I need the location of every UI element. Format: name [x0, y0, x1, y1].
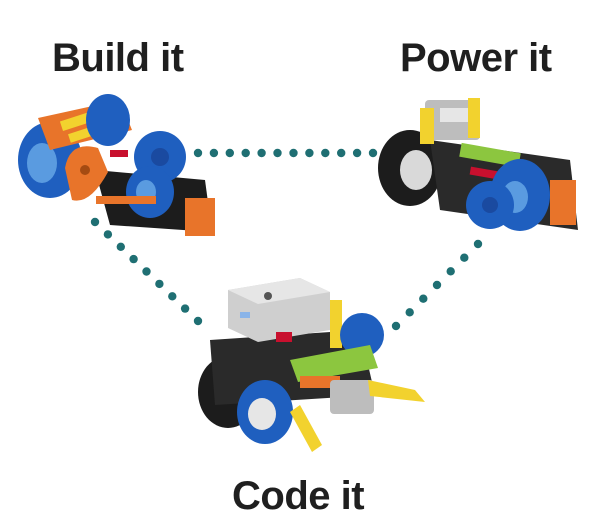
connector-dot	[405, 308, 414, 317]
orange-bracket	[185, 198, 215, 236]
connector-power-to-code	[391, 239, 483, 331]
connector-dot	[241, 148, 250, 158]
code-robot-illustration	[198, 278, 425, 452]
connector-dot	[305, 148, 314, 158]
dotted-connectors	[90, 148, 483, 331]
connector-dot	[168, 292, 177, 301]
build-robot-illustration	[18, 94, 215, 236]
code-it-label: Code it	[232, 474, 365, 518]
connector-dot	[225, 148, 234, 158]
connector-dot	[473, 239, 483, 249]
connector-build-to-power	[193, 148, 378, 158]
connector-dot	[209, 148, 219, 158]
connector-dot	[432, 280, 442, 290]
connector-dot	[257, 148, 266, 158]
connector-dot	[391, 321, 401, 331]
connector-dot	[352, 148, 362, 158]
power-it-label: Power it	[400, 36, 552, 80]
connector-dot	[368, 148, 378, 158]
connector-dot	[419, 294, 428, 303]
power-robot-illustration	[378, 98, 578, 231]
connector-build-to-code	[90, 217, 203, 326]
connector-dot	[446, 267, 455, 276]
connector-dot	[155, 279, 164, 289]
connector-dot	[460, 253, 469, 262]
connector-dot	[129, 254, 138, 264]
connector-dot	[116, 242, 126, 251]
connector-dot	[180, 304, 190, 313]
connector-dot	[289, 148, 298, 158]
connector-dot	[90, 217, 100, 227]
connector-dot	[103, 230, 113, 239]
build-it-label: Build it	[52, 36, 184, 80]
connector-dot	[273, 148, 282, 158]
connector-dot	[193, 316, 203, 326]
connector-dot	[193, 148, 203, 158]
connector-dot	[321, 148, 330, 158]
connector-dot	[142, 267, 151, 276]
connector-dot	[337, 148, 346, 158]
